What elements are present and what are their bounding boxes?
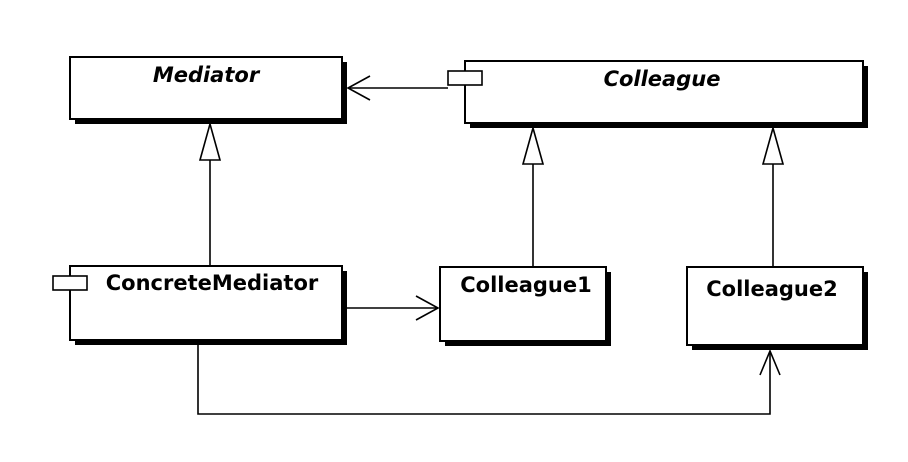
- class-mediator[interactable]: Mediator: [69, 56, 347, 124]
- generalization-colleague2-to-colleague: [761, 125, 785, 267]
- association-line: [197, 345, 771, 415]
- class-colleague2[interactable]: Colleague2: [686, 266, 868, 350]
- class-colleague1-name: Colleague1: [460, 273, 592, 297]
- class-colleague2-box: [686, 266, 864, 346]
- class-concrete-mediator-box: [69, 265, 343, 341]
- hollow-triangle-arrowhead: [761, 125, 785, 165]
- class-mediator-name: Mediator: [153, 63, 261, 87]
- component-icon: [52, 275, 88, 291]
- class-colleague2-name: Colleague2: [706, 277, 838, 301]
- class-colleague1-box: [439, 266, 607, 342]
- generalization-concretemediator-to-mediator: [198, 121, 222, 266]
- class-colleague-box: [464, 60, 864, 124]
- open-arrowhead: [759, 348, 781, 376]
- class-colleague-name: Colleague: [604, 67, 721, 91]
- class-colleague1[interactable]: Colleague1: [439, 266, 611, 346]
- hollow-triangle-arrowhead: [521, 125, 545, 165]
- component-icon: [447, 70, 483, 86]
- hollow-triangle-arrowhead: [198, 121, 222, 161]
- association-concretemediator-to-colleague2: [197, 345, 781, 415]
- class-colleague[interactable]: Colleague: [447, 60, 868, 128]
- association-colleague-to-mediator: [346, 75, 448, 101]
- open-arrowhead: [415, 295, 440, 321]
- open-arrowhead: [346, 75, 371, 101]
- class-concrete-mediator[interactable]: ConcreteMediator: [52, 265, 347, 345]
- class-concrete-mediator-name: ConcreteMediator: [106, 271, 319, 295]
- class-mediator-box: [69, 56, 343, 120]
- generalization-colleague1-to-colleague: [521, 125, 545, 267]
- association-concretemediator-to-colleague1: [343, 295, 440, 321]
